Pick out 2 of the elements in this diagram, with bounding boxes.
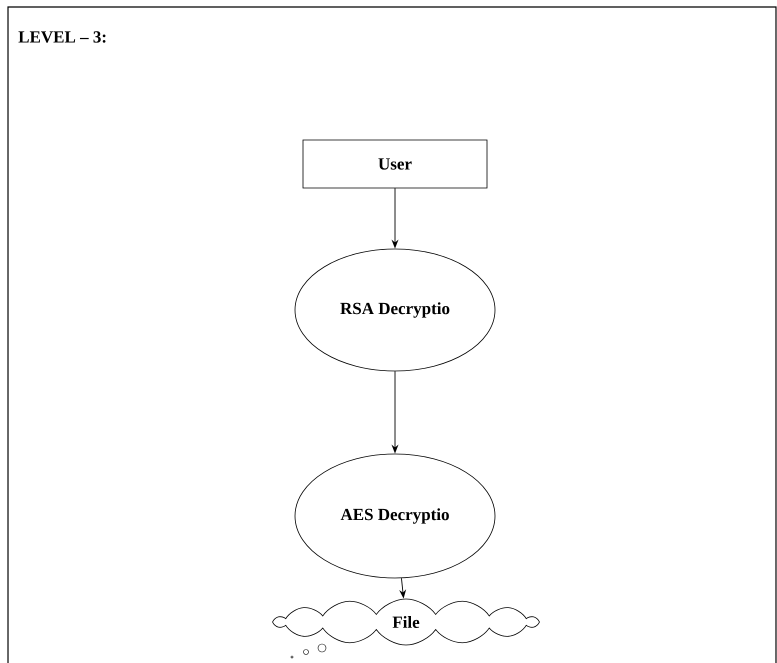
process-box: User — [302, 140, 488, 188]
title: LEVEL – 3: — [18, 31, 106, 43]
